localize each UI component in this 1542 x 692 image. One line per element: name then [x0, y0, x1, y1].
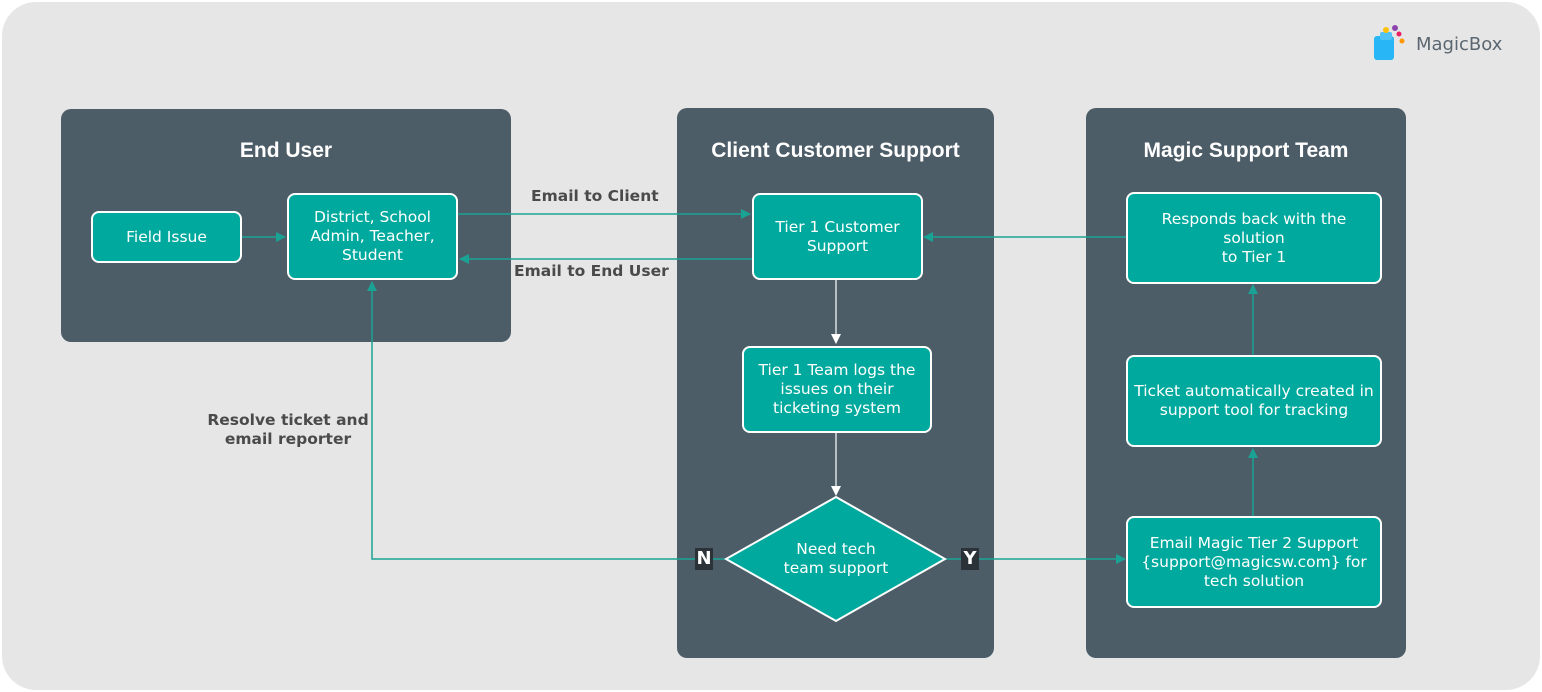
node-ticket-created: Ticket automatically created in support …	[1126, 355, 1382, 447]
lane-title-client-support: Client Customer Support	[711, 139, 960, 162]
magicbox-logo-icon	[1374, 25, 1405, 60]
lane-title-magic-support: Magic Support Team	[1143, 139, 1349, 162]
node-tier1-support: Tier 1 Customer Support	[752, 193, 923, 280]
label-no: N	[695, 548, 713, 570]
node-email-tier2: Email Magic Tier 2 Support {support@magi…	[1126, 516, 1382, 608]
decision-diamond	[723, 495, 948, 623]
node-reporter: District, School Admin, Teacher, Student	[287, 193, 458, 280]
label-email-to-client: Email to Client	[531, 187, 659, 205]
node-field-issue: Field Issue	[91, 211, 242, 263]
brand-name: MagicBox	[1416, 33, 1503, 55]
node-decision-label: Need tech team support	[783, 540, 889, 577]
lane-title-end-user: End User	[239, 139, 333, 162]
node-tier1-logs: Tier 1 Team logs the issues on their tic…	[742, 346, 932, 433]
edge-no-to-reporter	[367, 281, 726, 560]
magicbox-logo: MagicBox	[1372, 24, 1502, 64]
label-email-to-end-user: Email to End User	[514, 262, 669, 280]
label-resolve-ticket: Resolve ticket and email reporter	[207, 411, 369, 448]
node-responds: Responds back with the solution to Tier …	[1126, 192, 1382, 284]
label-yes: Y	[961, 548, 979, 570]
